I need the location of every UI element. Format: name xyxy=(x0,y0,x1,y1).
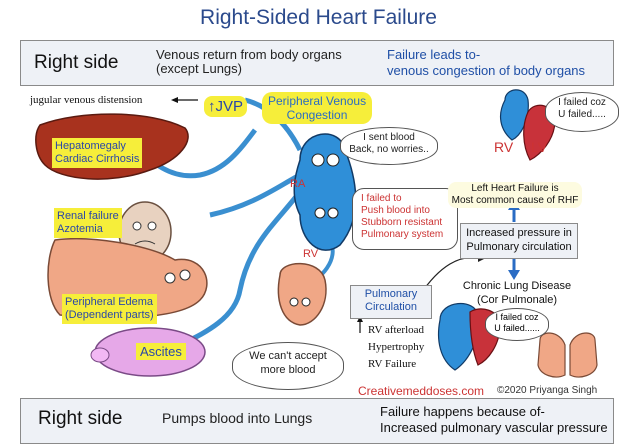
bottom-result-line1: Failure happens because of- xyxy=(380,404,545,419)
rv-afterload-text: RV afterload xyxy=(368,324,425,336)
failed-coz-bubble-top: I failed coz U failed..... xyxy=(545,92,619,132)
chronic-lung-disease-label: Chronic Lung Disease (Cor Pulmonale) xyxy=(455,279,579,307)
pvc-line1: Peripheral Venous xyxy=(268,94,367,108)
failed-push-line4: Pulmonary system xyxy=(361,229,444,240)
pvc-line2: Congestion xyxy=(286,108,348,122)
top-side-label: Right side xyxy=(34,52,119,73)
page-title: Right-Sided Heart Failure xyxy=(200,6,437,29)
edema-line1: Peripheral Edema xyxy=(65,296,154,308)
rv-failure-text: RV Failure xyxy=(368,358,417,370)
cld-line2: (Cor Pulmonale) xyxy=(476,294,558,306)
bottom-middle-text: Pumps blood into Lungs xyxy=(162,410,313,426)
pulm-circ-line2: Circulation xyxy=(365,301,417,313)
bottom-lungs-shape xyxy=(537,332,566,378)
rv-small-label: RV xyxy=(494,139,514,155)
lv-small-label: LV xyxy=(531,139,548,155)
renal-vessel xyxy=(209,172,302,218)
top-middle-subtext: (except Lungs) xyxy=(156,61,242,76)
failed-coz1-line2: U failed..... xyxy=(558,109,606,120)
failed-push-line1: I failed to xyxy=(361,193,402,204)
failed-coz2-line2: U failed...... xyxy=(494,323,540,333)
lung-blob-shape xyxy=(277,262,327,326)
lhf-line2: Most common cause of RHF xyxy=(451,195,579,206)
renal-failure-label: Renal failure Azotemia xyxy=(54,208,122,238)
renal-line2: Azotemia xyxy=(57,223,103,235)
cant-accept-bubble: We can't accept more blood xyxy=(232,342,344,390)
bottom-summary-box xyxy=(20,398,614,444)
pulm-circ-line1: Pulmonary xyxy=(364,288,418,300)
copyright-credit: ©2020 Priyanga Singh xyxy=(497,385,598,396)
peripheral-edema-label: Peripheral Edema (Dependent parts) xyxy=(62,294,157,324)
main-heart-shape xyxy=(293,133,357,251)
failed-coz-bubble-bottom: I failed coz U failed...... xyxy=(485,308,549,341)
top-middle-text: Venous return from body organs xyxy=(156,47,342,62)
ascites-label: Ascites xyxy=(136,343,186,360)
rv-afterload-list: RV afterload Hypertrophy RV Failure xyxy=(368,322,424,373)
sent-blood-line1: I sent blood xyxy=(363,132,415,143)
lhf-line1: Left Heart Failure is xyxy=(471,183,559,194)
failed-push-bubble: I failed to Push blood into Stubborn res… xyxy=(352,188,458,250)
lhf-note: Left Heart Failure is Most common cause … xyxy=(448,182,582,208)
ra-label: RA xyxy=(290,178,306,190)
hepato-line1: Hepatomegaly xyxy=(55,140,126,152)
renal-line1: Renal failure xyxy=(57,210,119,222)
top-result-line1: Failure leads to- xyxy=(387,47,481,62)
failed-coz1-line1: I failed coz xyxy=(558,97,606,108)
hypertrophy-text: Hypertrophy xyxy=(368,341,425,353)
cld-line1: Chronic Lung Disease xyxy=(462,280,572,292)
jvp-badge: ↑JVP xyxy=(204,96,248,117)
cant-accept-line1: We can't accept xyxy=(249,350,327,362)
sent-blood-bubble: I sent blood Back, no worries.. xyxy=(340,127,438,165)
lower-vessel xyxy=(178,183,308,348)
failed-push-line2: Push blood into xyxy=(361,205,430,216)
jvd-label: jugular venous distension xyxy=(30,94,143,106)
top-result-line2: venous congestion of body organs xyxy=(387,63,586,78)
failed-push-line3: Stubborn resistant xyxy=(361,217,443,228)
ipp-line2: Pulmonary circulation xyxy=(466,241,572,253)
hepato-line2: Cardiac Cirrhosis xyxy=(55,153,140,165)
bottom-result-line2: Increased pulmonary vascular pressure xyxy=(380,420,608,435)
sent-blood-line2: Back, no worries.. xyxy=(349,144,429,155)
ipp-line1: Increased pressure in xyxy=(466,227,572,239)
top-summary-box xyxy=(20,40,614,86)
peripheral-venous-congestion-badge: Peripheral Venous Congestion xyxy=(262,92,373,124)
cant-accept-line2: more blood xyxy=(260,364,316,376)
website-credit: Creativemeddoses.com xyxy=(358,384,485,398)
failed-coz2-line1: I failed coz xyxy=(495,312,539,322)
bottom-side-label: Right side xyxy=(38,408,123,429)
rv-label: RV xyxy=(303,248,319,260)
hepatomegaly-label: Hepatomegaly Cardiac Cirrhosis xyxy=(52,138,143,168)
pulmonary-circulation-box: Pulmonary Circulation xyxy=(350,285,432,319)
increased-pressure-box: Increased pressure in Pulmonary circulat… xyxy=(460,223,578,259)
edema-line2: (Dependent parts) xyxy=(65,309,154,321)
